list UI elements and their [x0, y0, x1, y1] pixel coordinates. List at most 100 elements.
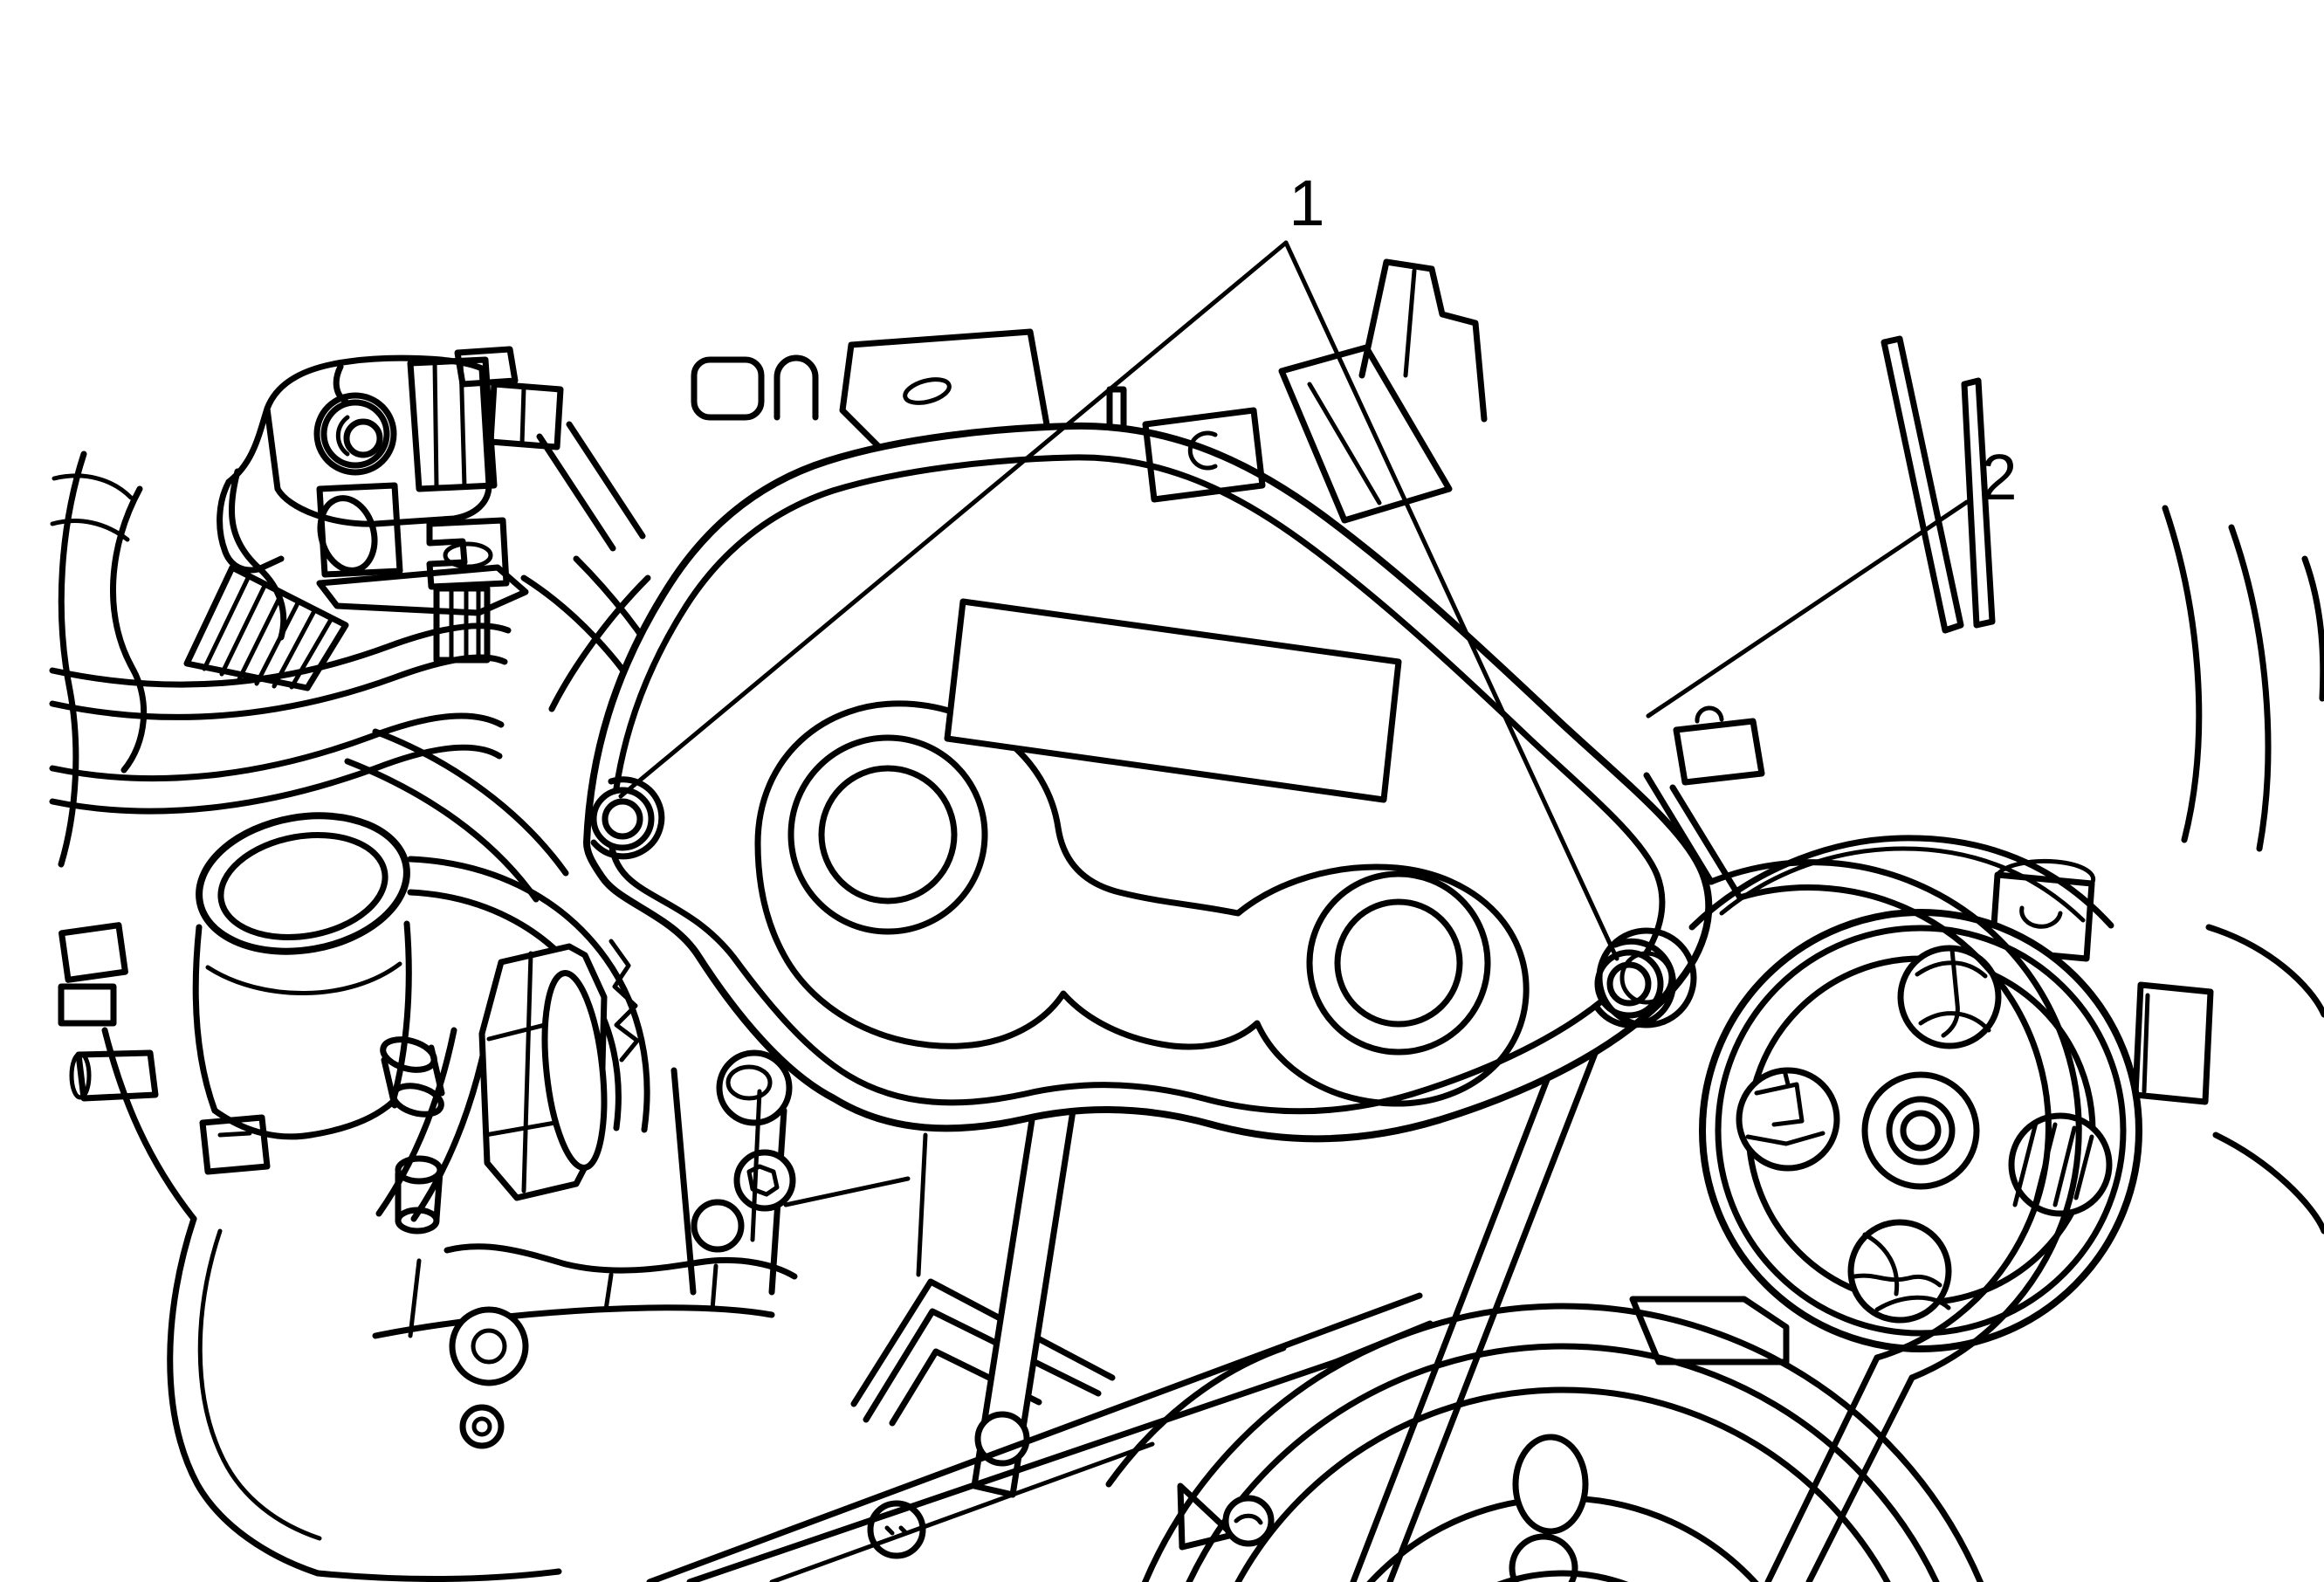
right-lower-curve-b	[2212, 1131, 2324, 1235]
oil-pan-inner	[197, 1228, 322, 1541]
edge-connector-plug	[1673, 718, 1765, 786]
band-bolt-small	[459, 1404, 505, 1449]
callout-1-leader-right	[1283, 240, 1619, 961]
coil-tower-port	[343, 418, 383, 458]
c-tab	[1142, 407, 1266, 503]
right-edge-hose-a	[2162, 505, 2203, 843]
zigzag-bracket	[1358, 258, 1488, 423]
bolt-right-washer	[1594, 938, 1676, 1028]
pulley-hub-center	[1900, 1110, 1942, 1152]
pump-lower-bracket	[1629, 1296, 1790, 1365]
shroud-bolt	[1222, 1495, 1275, 1547]
pulley-hole-top-vanes	[1915, 947, 1991, 1038]
edge-connector-nub	[1695, 705, 1724, 724]
bracket-boss-lower	[733, 1149, 796, 1212]
coil-hook	[333, 363, 349, 405]
belt-wrap-outer	[1708, 859, 2082, 1381]
pulley-hole-left-vanes	[1745, 1068, 1826, 1146]
throttle-bore-lip	[205, 961, 402, 995]
crank-shroud	[1105, 1345, 1287, 1488]
bracket-hole	[691, 1199, 745, 1253]
band-bolt-boss	[449, 1306, 529, 1386]
cross-tube-b	[548, 574, 651, 712]
right-spike-b	[1961, 377, 1996, 629]
pump-body-top-inner	[1719, 846, 2086, 923]
cover-inner-lip	[608, 454, 1666, 1115]
right-edge-hose-b	[2228, 524, 2272, 852]
block-verticals	[408, 1258, 719, 1338]
crank-ring-3	[1234, 1386, 1891, 1582]
block-wavy-edge	[443, 1243, 798, 1280]
crank-keyway	[1512, 1434, 1589, 1535]
harness-tube-1	[49, 622, 512, 720]
tear-line	[609, 939, 640, 1063]
cover-bolt-right-head	[1606, 961, 1652, 1007]
pulley-hole-right	[2008, 1112, 2113, 1217]
diagonal-tube	[536, 421, 646, 552]
pump-cylinder-top	[1995, 858, 2096, 886]
throttle-body	[58, 812, 650, 1235]
left-nipple	[75, 1049, 159, 1102]
timing-belt-cover	[583, 407, 1765, 1143]
right-spike-a	[1881, 335, 1964, 634]
left-stack-a	[58, 922, 128, 983]
throttle-body-left	[192, 924, 218, 1114]
cover-label-pad	[944, 598, 1402, 803]
right-cap-block	[487, 381, 564, 451]
shroud-tab	[1177, 1482, 1236, 1551]
pump-boss-arc	[1596, 927, 1697, 1028]
bracket-boss-upper-inner	[725, 1064, 773, 1101]
rounded-tab	[691, 356, 765, 421]
manifold-left-edge	[110, 485, 148, 774]
mount-plate	[316, 564, 529, 616]
g-clamp-slot	[443, 541, 493, 569]
right-edge-hose-c	[2301, 555, 2324, 702]
oil-pan-corner	[167, 1215, 321, 1577]
throttle-body-bottom	[211, 1098, 396, 1140]
ribbed-shield-ribs	[202, 574, 334, 690]
left-nipple-end	[69, 1051, 92, 1100]
belt-exit	[1764, 1354, 1915, 1582]
wire-curl	[50, 473, 134, 542]
coil-tower-crescent	[335, 415, 350, 457]
sensor-dome	[541, 970, 608, 1171]
pulley-rim-inner	[1715, 925, 2127, 1337]
pulley-hole-bottom-vanes	[1852, 1232, 1951, 1312]
left-stack-b	[58, 983, 117, 1027]
cover-peanut-face	[754, 700, 1530, 1107]
belt-wrap-inner	[1736, 884, 2052, 1361]
cover-opening-right-inner	[1334, 898, 1463, 1028]
flat-plate-notch	[903, 377, 952, 405]
fitting-a-bottom	[390, 1083, 444, 1118]
cover-opening-left-inner	[818, 765, 958, 904]
throttle-bore-inner	[217, 831, 388, 941]
hose-drop	[375, 1027, 489, 1222]
drive-belt-visible-runs	[1708, 859, 2082, 1582]
coil-bracket-cluster	[49, 346, 672, 903]
pump-cylinder-c	[2019, 905, 2063, 929]
pulley-tab	[2132, 981, 2214, 1105]
harness-drop	[344, 728, 569, 903]
sensor-block-cluster	[167, 939, 1116, 1582]
pulley-hole-bottom	[1847, 1219, 1952, 1324]
callout-2-label: 2	[1981, 441, 2017, 513]
coil-body	[264, 354, 492, 527]
tent-brace	[850, 1278, 1116, 1427]
cover-bolt-left-head	[602, 798, 643, 840]
callouts: 1 2	[618, 167, 2018, 961]
coil-tower-ring-inner	[320, 399, 390, 469]
c-tab-mark	[1187, 430, 1218, 471]
callout-1-label: 1	[1289, 167, 1324, 239]
crank-pulley	[1105, 1303, 1984, 1582]
pulley-hole-left	[1736, 1067, 1840, 1172]
harness-tube-2	[49, 712, 505, 815]
throttle-body-right	[389, 920, 412, 1105]
clamp-tab-slot	[217, 1131, 252, 1138]
zigzag-inner	[1403, 268, 1417, 378]
crank-ring-2	[1186, 1343, 1940, 1582]
g-clamp-bracket	[426, 517, 510, 590]
pulley-hub-ring	[1886, 1096, 1956, 1166]
ribbed-shield	[183, 564, 349, 691]
